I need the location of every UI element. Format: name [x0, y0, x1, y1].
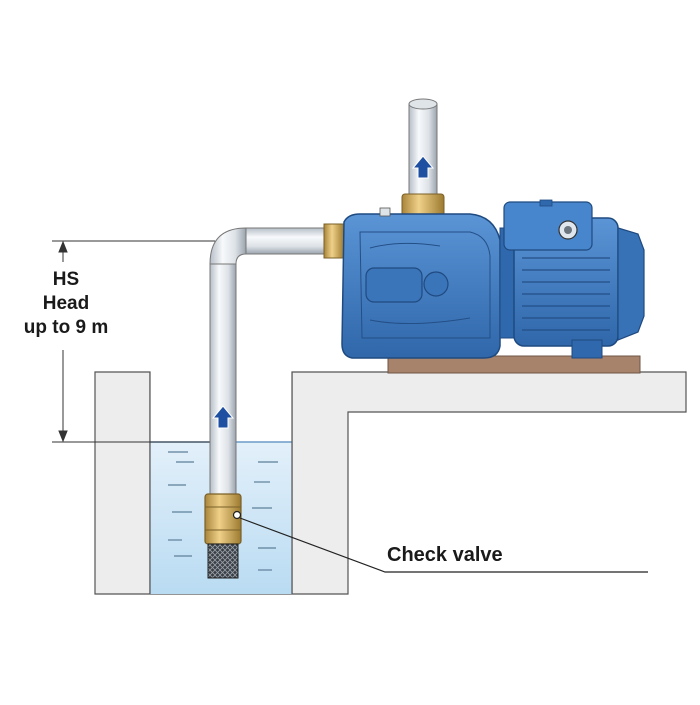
check-valve-label: Check valve [387, 544, 503, 566]
head-label-line: up to 9 m [23, 317, 109, 338]
pump-base [387, 355, 641, 374]
discharge-pipe [401, 98, 445, 217]
flow-up-arrow-icon [211, 405, 235, 429]
check-valve-leader [232, 510, 648, 573]
head-dimension [52, 240, 215, 443]
pump [341, 199, 645, 359]
flow-up-arrow-icon [411, 155, 435, 179]
head-label: HS Head up to 9 m [0, 268, 132, 340]
check-valve [204, 493, 242, 579]
head-label-line: HS [52, 269, 80, 290]
suction-pipe [209, 223, 345, 497]
head-label-line: Head [42, 293, 90, 314]
